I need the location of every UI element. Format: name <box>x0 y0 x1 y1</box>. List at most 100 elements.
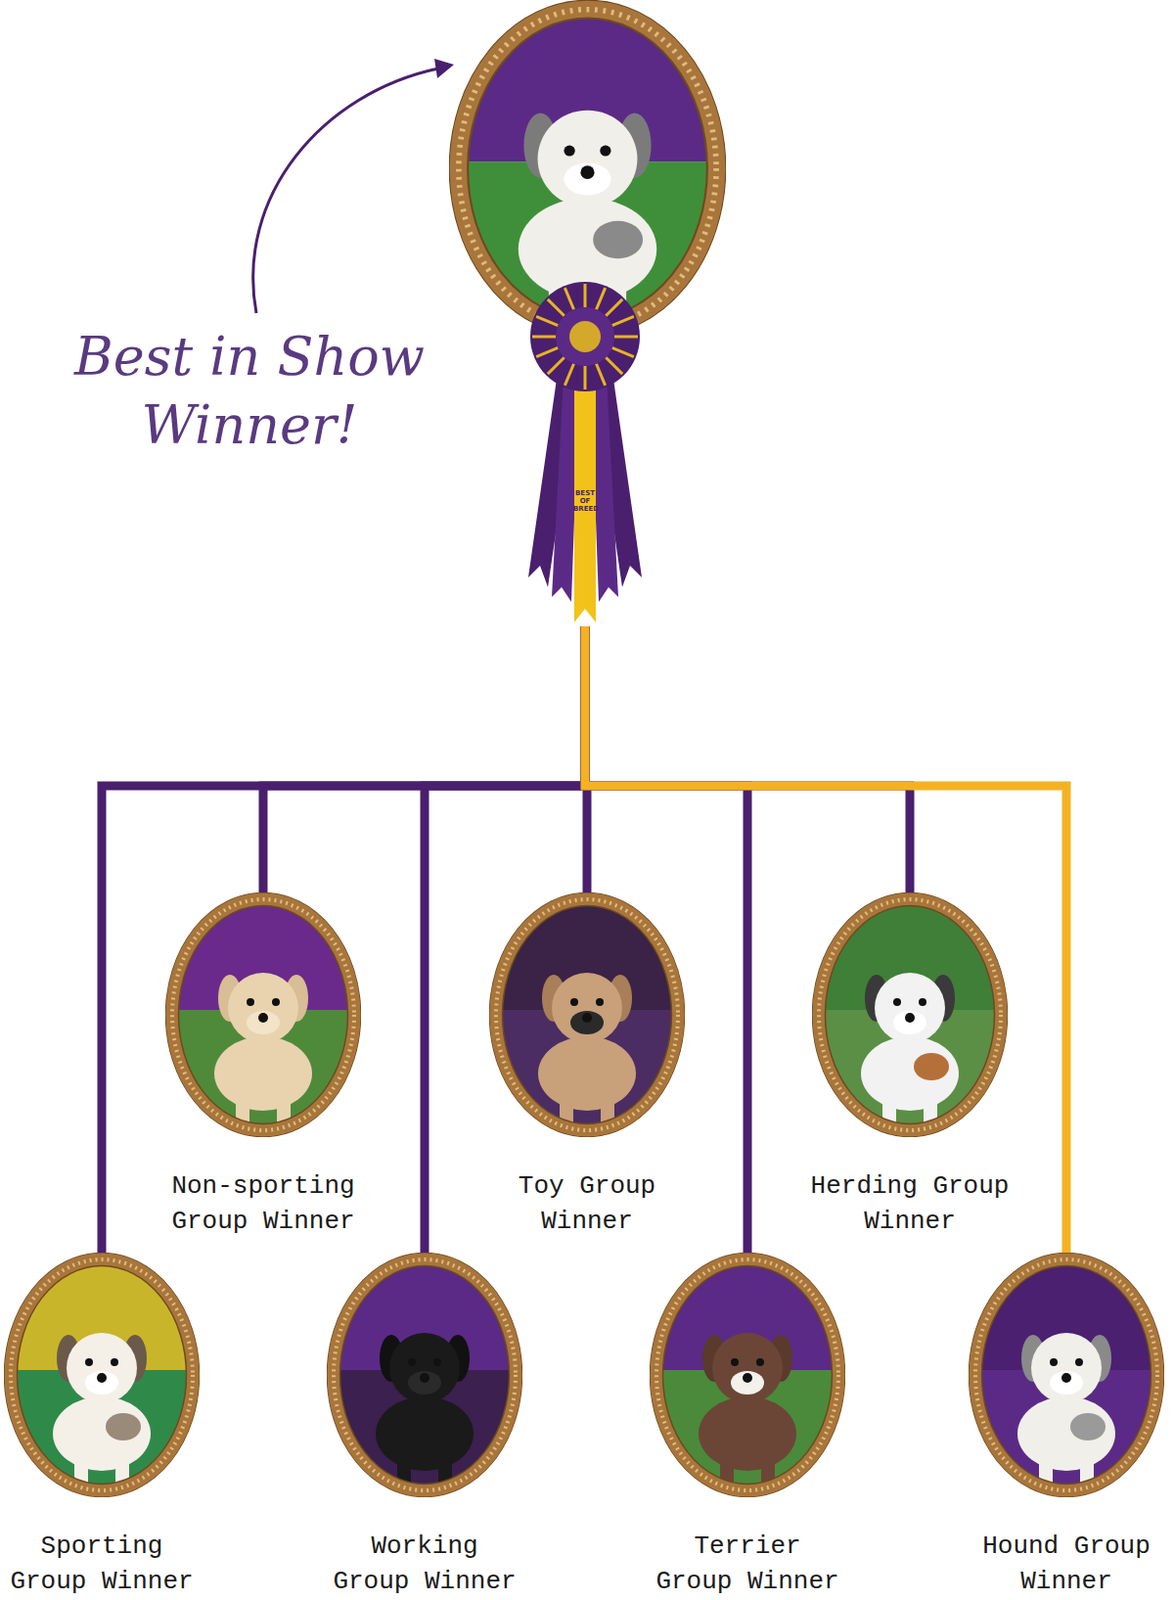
dog-muzzle <box>570 1010 604 1035</box>
frame-rope <box>10 1259 193 1491</box>
photo <box>3 1252 200 1497</box>
dog-muzzle <box>563 162 611 195</box>
portrait-frame <box>649 1252 846 1497</box>
frame-outer-edge <box>490 893 685 1137</box>
dog-nose <box>742 1372 753 1383</box>
dog-head <box>389 1332 460 1403</box>
dog-head <box>227 972 299 1043</box>
gold-frame <box>818 899 1001 1130</box>
dog-patch <box>592 221 643 260</box>
rosette-spoke <box>605 357 623 374</box>
dog-muzzle <box>407 1370 442 1395</box>
frame-outer-edge <box>969 1253 1165 1497</box>
dog-head <box>1031 1332 1102 1403</box>
leader-line <box>253 68 439 314</box>
dog-eye <box>570 997 579 1006</box>
dog-nose <box>419 1372 430 1383</box>
rosette-spoke <box>564 287 574 310</box>
dog-nose <box>96 1372 107 1383</box>
dog-muzzle <box>1049 1370 1084 1395</box>
rosette-spoke <box>564 363 574 386</box>
group-label: Toy Group Winner <box>492 1168 683 1239</box>
frame-inner-edge <box>502 905 673 1125</box>
gold-frame <box>172 899 355 1130</box>
dog-patch <box>105 1412 141 1441</box>
dog-muzzle <box>893 1010 927 1035</box>
frame-inner-edge <box>340 1265 510 1485</box>
rosette-ribbon <box>29 0 734 627</box>
gold-frame <box>333 1259 516 1491</box>
dog-eye <box>563 145 575 157</box>
dog-eye <box>433 1357 442 1366</box>
dog-nose <box>258 1012 269 1023</box>
gold-frame <box>10 1259 193 1491</box>
gold-frame <box>458 9 717 328</box>
frame-rope <box>656 1259 839 1491</box>
frame-rope <box>975 1259 1158 1491</box>
gold-frame <box>656 1259 839 1491</box>
dog-muzzle <box>246 1010 280 1035</box>
group-label: Non-sporting Group Winner <box>168 1168 360 1239</box>
photo <box>489 892 685 1137</box>
dog-eye <box>85 1357 93 1366</box>
portrait-frame <box>489 892 685 1137</box>
photo-ground <box>649 1369 846 1497</box>
dog-head <box>538 110 638 208</box>
frame-inner-edge <box>179 905 349 1125</box>
frame-outer-edge <box>4 1253 200 1497</box>
dog-body <box>52 1396 151 1471</box>
dog-head <box>551 972 623 1043</box>
frame-inner-edge <box>17 1265 187 1485</box>
frame-outer-edge <box>650 1253 846 1497</box>
arrow-head <box>434 58 454 79</box>
group-winner-portrait: Toy Group Winner <box>489 892 685 1239</box>
rosette-inner <box>555 307 615 366</box>
dog-muzzle <box>85 1370 119 1395</box>
photo-ground <box>489 1009 685 1137</box>
dog-nose <box>580 165 594 180</box>
dog-head <box>712 1332 783 1403</box>
frame-inner-edge <box>825 905 995 1125</box>
photo <box>326 1252 523 1497</box>
frame-rope <box>496 899 678 1130</box>
group-label: Sporting Group Winner <box>6 1528 198 1599</box>
dog-head <box>874 972 946 1043</box>
frame-outer-edge <box>166 893 362 1137</box>
rosette-spoke <box>605 299 623 317</box>
group-label: Terrier Group Winner <box>652 1528 844 1599</box>
rosette-spoke <box>536 347 558 357</box>
portrait-frame <box>968 1252 1165 1497</box>
dog-nose <box>582 1012 592 1023</box>
dog-patch <box>913 1052 949 1081</box>
frame-rope <box>458 9 717 328</box>
rosette-medal <box>569 320 601 353</box>
photo-ground <box>165 1009 362 1137</box>
portrait-frame <box>326 1252 523 1497</box>
portrait-frame <box>165 892 362 1137</box>
photo-ground <box>812 1009 1008 1137</box>
dog-eye <box>1049 1357 1058 1366</box>
best-in-show-portrait: Best in Show Winner! <box>29 0 734 627</box>
rosette-spoke <box>612 347 634 357</box>
frame-outer-edge <box>812 893 1008 1137</box>
dog-eye <box>271 997 280 1006</box>
portrait-frame <box>3 1252 200 1497</box>
group-winner-portrait: Working Group Winner <box>326 1252 523 1599</box>
gold-frame <box>496 899 678 1130</box>
dog-nose <box>904 1012 915 1023</box>
frame-inner-edge <box>663 1265 833 1485</box>
dog-eye <box>407 1357 416 1366</box>
group-label: Herding Group Winner <box>805 1168 1016 1239</box>
group-label: Working Group Winner <box>329 1528 521 1599</box>
photo-ground <box>326 1369 523 1497</box>
photo <box>968 1252 1165 1497</box>
frame-inner-edge <box>982 1265 1152 1485</box>
dog-patch <box>1070 1412 1106 1441</box>
rosette-spoke <box>612 316 634 325</box>
frame-outer-edge <box>327 1253 523 1497</box>
rosette <box>530 281 640 392</box>
dog-eye <box>756 1357 765 1366</box>
dog-eye <box>1075 1357 1084 1366</box>
portrait-frame <box>812 892 1008 1137</box>
rosette-spoke <box>595 287 605 310</box>
